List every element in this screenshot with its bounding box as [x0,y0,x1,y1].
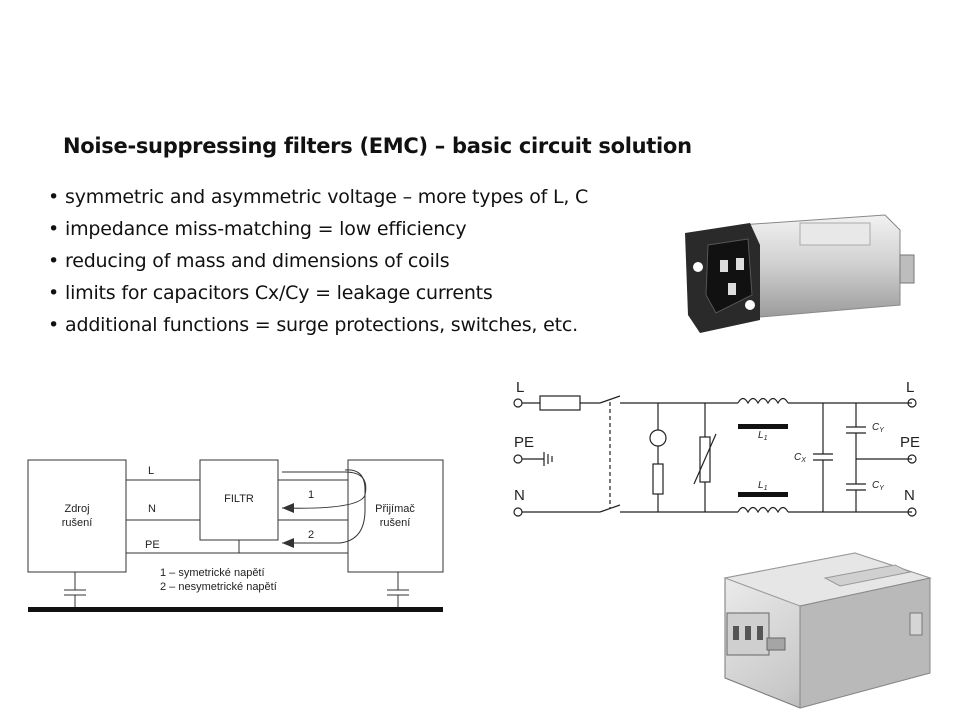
label-in-n: N [514,487,525,504]
arrow-1-head [282,503,294,513]
noise-block-diagram: Zdroj rušení FILTR Přijímač rušení L N P… [27,459,444,612]
filter-label: FILTR [224,493,254,505]
bullet-item: •symmetric and asymmetric voltage – more… [48,186,608,209]
connector-slot [745,626,751,640]
bullet-dot: • [48,250,60,272]
line-l-label: L [148,465,154,477]
label-cx: CX [794,452,806,464]
source-label-2: rušení [62,517,93,529]
bullet-dot: • [48,282,60,304]
bullet-text: symmetric and asymmetric voltage – more … [65,186,589,208]
core-bar-top [738,424,788,429]
fuse [539,395,581,411]
connector-slot [733,626,739,640]
bullet-dot: • [48,186,60,208]
bullet-item: •reducing of mass and dimensions of coil… [48,250,608,273]
filter-circuit-schematic: L PE N L PE N L1 L1 CX CY CY [513,379,920,517]
iec-socket [705,238,753,314]
terminal-in-pe [513,454,523,464]
label-in-l: L [516,379,524,396]
line-pe-label: PE [145,539,160,551]
receiver-label-1: Přijímač [375,503,415,515]
label-out-pe: PE [900,434,920,451]
bullet-text: impedance miss-matching = low efficiency [65,218,467,240]
spade-terminal [899,254,915,284]
case-side [799,577,931,709]
label-out-l: L [906,379,914,396]
terminal-in-l [513,398,523,408]
switch-top [599,395,621,404]
bullet-item: •impedance miss-matching = low efficienc… [48,218,608,241]
gas-discharge-tube [649,429,667,447]
ground-stud [766,637,786,651]
output-terminal [909,612,923,636]
label-in-pe: PE [514,434,534,451]
coil-l1-top [737,397,789,405]
bullet-text: reducing of mass and dimensions of coils [65,250,450,272]
source-label-1: Zdroj [64,503,89,515]
chassis-filter-photo [723,552,932,709]
resistor [652,463,664,495]
label-coil-bottom: L1 [758,480,768,492]
label-cy-top: CY [872,422,885,434]
core-bar-bottom [738,492,788,497]
label-cy-bottom: CY [872,480,885,492]
bullet-item: •limits for capacitors Cx/Cy = leakage c… [48,282,608,305]
ground-bar [28,607,443,612]
mount-hole [745,300,755,310]
arrow-2-label: 2 [308,529,314,541]
legend-2: 2 – nesymetrické napětí [160,581,277,593]
terminal-in-n [513,507,523,517]
receiver-label-2: rušení [380,517,411,529]
receiver-box [347,459,444,573]
bullet-dot: • [48,314,60,336]
coil-l1-bottom [737,506,789,514]
arrow-1-label: 1 [308,489,314,501]
bullet-list: •symmetric and asymmetric voltage – more… [48,186,608,346]
label-sticker [799,222,871,246]
bullet-text: additional functions = surge protections… [65,314,578,336]
legend-1: 1 – symetrické napětí [160,567,265,579]
socket-pin [728,283,736,295]
socket-pin [736,258,744,270]
slide-title: Noise-suppressing filters (EMC) – basic … [63,134,692,158]
case-label [823,564,912,587]
bullet-text: limits for capacitors Cx/Cy = leakage cu… [65,282,493,304]
arrow-2-path [282,469,366,544]
mount-hole [693,262,703,272]
source-box [27,459,127,573]
iec-inlet-filter-photo [685,214,915,333]
line-n-label: N [148,503,156,515]
socket-pin [720,260,728,272]
varistor-slash [693,433,717,485]
label-out-n: N [904,487,915,504]
label-coil-top: L1 [758,430,768,442]
connector-slot [757,626,763,640]
arrow-2-head [282,538,294,548]
bullet-dot: • [48,218,60,240]
bullet-item: •additional functions = surge protection… [48,314,608,337]
